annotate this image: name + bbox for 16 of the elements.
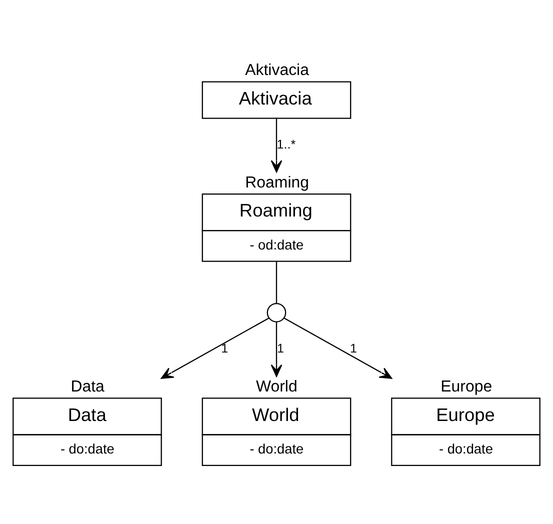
node-label: Aktivacia <box>245 62 309 79</box>
connector <box>276 261 278 304</box>
edge-label: 1 <box>221 340 228 355</box>
edge-label: 1 <box>277 340 284 355</box>
edge-label: 1 <box>350 340 357 355</box>
node-label: Data <box>70 378 104 396</box>
edge-label: 1..* <box>276 136 296 151</box>
node-label: World <box>256 378 298 396</box>
node-circle <box>266 302 286 322</box>
node-box: Aktivacia <box>202 80 352 118</box>
arrow <box>270 322 282 376</box>
arrow <box>160 317 270 378</box>
node-label: Europe <box>440 378 492 396</box>
arrow <box>270 117 282 172</box>
arrow <box>284 317 392 378</box>
node-label: Roaming <box>245 174 309 191</box>
